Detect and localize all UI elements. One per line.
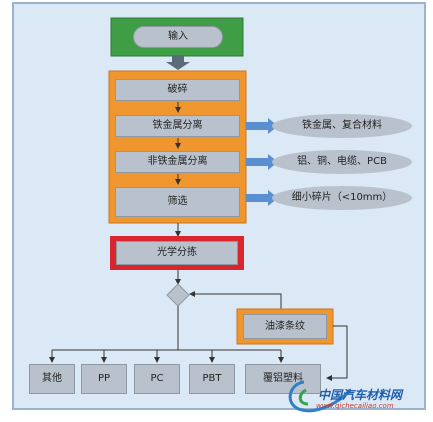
decision-diamond xyxy=(166,283,190,307)
ferrous-output: 铁金属、复合材料 xyxy=(272,114,412,138)
watermark-logo-icon xyxy=(288,380,352,413)
input-node: 输入 xyxy=(133,26,223,48)
ferrous-separation-node: 铁金属分离 xyxy=(115,115,240,137)
bin-pc: PC xyxy=(134,364,180,394)
screen-output: 细小碎片（<10mm） xyxy=(272,186,412,210)
oilpaint-to-bin-line xyxy=(326,325,348,381)
watermark-name: 中国汽车材料网 xyxy=(318,388,403,402)
screen-output-arrow xyxy=(246,190,278,206)
ferrous-output-arrow xyxy=(246,118,278,134)
oilpaint-node: 油漆条纹 xyxy=(243,314,327,339)
oilpaint-feedback-line xyxy=(189,291,282,310)
bin-pbt: PBT xyxy=(189,364,235,394)
nonferrous-output-arrow xyxy=(246,154,278,170)
bin-pp: PP xyxy=(81,364,127,394)
screening-node: 筛选 xyxy=(115,187,240,217)
watermark-url: www.qichecailiao.com xyxy=(316,402,394,410)
nonferrous-separation-node: 非铁金属分离 xyxy=(115,151,240,173)
optical-sorting-node: 光学分拣 xyxy=(116,241,238,265)
input-down-arrow xyxy=(172,56,184,64)
bin-other: 其他 xyxy=(29,364,75,394)
crush-node: 破碎 xyxy=(115,79,240,101)
bin-aluminium-coated-plastic: 覆铝塑料 xyxy=(245,364,321,394)
nonferrous-output: 铝、铜、电缆、PCB xyxy=(272,150,412,174)
input-down-arrow-head xyxy=(166,62,190,70)
